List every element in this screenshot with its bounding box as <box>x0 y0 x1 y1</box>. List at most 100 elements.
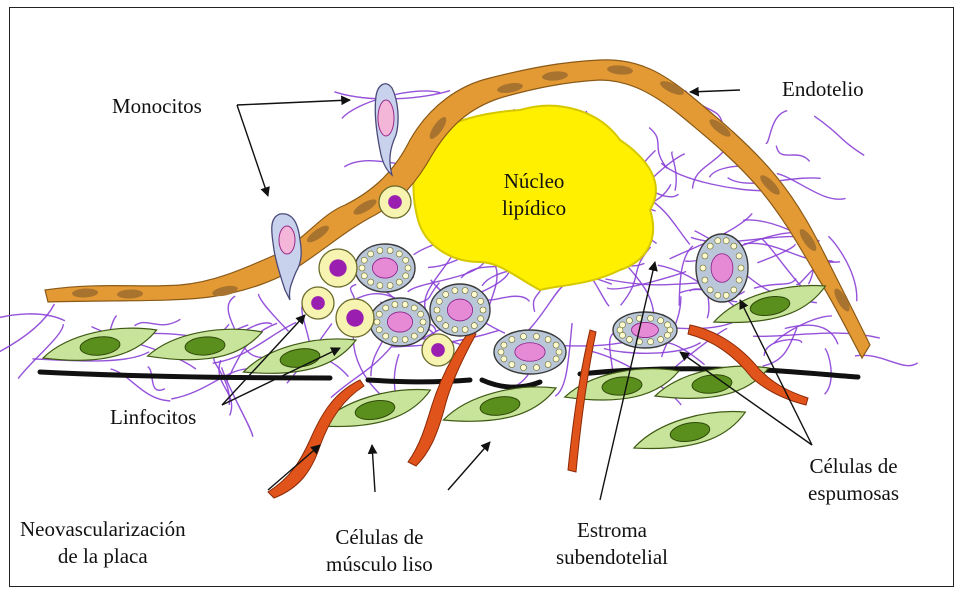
lipid-droplet <box>392 302 398 308</box>
lipid-droplet <box>368 279 374 285</box>
fiber <box>825 349 832 395</box>
foam-cell-nucleus <box>387 312 412 332</box>
monocyte <box>272 214 301 300</box>
lymphocyte-nucleus <box>311 296 325 310</box>
lipid-droplet <box>736 277 742 283</box>
foam-cell-nucleus <box>711 254 733 283</box>
lipid-droplet <box>403 257 409 263</box>
lipid-droplet <box>434 307 440 313</box>
lipid-droplet <box>700 265 706 271</box>
lipid-droplet <box>665 322 671 328</box>
lipid-droplet <box>452 288 458 294</box>
lymphocyte-nucleus <box>346 309 363 326</box>
lipid-droplet <box>521 365 527 371</box>
lipid-droplet <box>620 322 626 328</box>
fiber <box>0 304 54 355</box>
lipid-droplet <box>411 333 417 339</box>
lipid-droplet <box>376 327 382 333</box>
endotelio-label: Endotelio <box>782 76 864 103</box>
lipid-droplet <box>471 291 477 297</box>
lipid-droplet <box>723 238 729 244</box>
lipid-droplet <box>665 332 671 338</box>
lipid-droplet <box>556 349 562 355</box>
lipid-droplet <box>707 287 713 293</box>
lipid-droplet <box>361 273 367 279</box>
lipid-droplet <box>396 279 402 285</box>
lipid-droplet <box>402 302 408 308</box>
lymphocyte-nucleus <box>329 259 346 276</box>
lipid-droplet <box>376 311 382 317</box>
lipid-droplet <box>377 283 383 289</box>
lipid-droplet <box>553 342 559 348</box>
lipid-droplet <box>707 243 713 249</box>
neovascularizacion-label: Neovascularización de la placa <box>20 516 186 570</box>
monocitos-label: Monocitos <box>112 93 202 120</box>
lipid-droplet <box>443 291 449 297</box>
lipid-droplet <box>471 323 477 329</box>
lipid-droplet <box>658 318 664 324</box>
lipid-droplet <box>731 287 737 293</box>
fiber <box>666 343 704 365</box>
fiber <box>488 296 529 301</box>
foam-cell-nucleus <box>372 258 397 278</box>
fiber <box>0 314 65 322</box>
lipid-droplet <box>480 307 486 313</box>
lipid-droplet <box>411 305 417 311</box>
lymphocyte-nucleus <box>431 343 445 357</box>
lipid-droplet <box>723 292 729 298</box>
lipid-droplet <box>452 327 458 333</box>
foam-cell-nucleus <box>447 299 472 321</box>
lipid-droplet <box>462 288 468 294</box>
lipid-droplet <box>361 257 367 263</box>
lipid-droplet <box>626 336 632 342</box>
estroma-subendotelial-label: Estroma subendotelial <box>556 517 668 571</box>
foam-cell-nucleus <box>632 322 659 337</box>
lipid-droplet <box>501 356 507 362</box>
lipid-droplet <box>359 265 365 271</box>
fiber <box>259 294 289 331</box>
lipid-droplet <box>736 253 742 259</box>
lipid-droplet <box>436 298 442 304</box>
fiber <box>766 111 788 144</box>
lymphocyte-nucleus <box>388 195 402 209</box>
lipid-droplet <box>545 362 551 368</box>
lipid-droplet <box>374 319 380 325</box>
lipid-droplet <box>405 265 411 271</box>
lipid-droplet <box>648 315 654 321</box>
lipid-droplet <box>534 333 540 339</box>
lipid-droplet <box>545 337 551 343</box>
lipid-droplet <box>509 362 515 368</box>
fiber <box>814 116 864 155</box>
lipid-droplet <box>396 251 402 257</box>
lipid-droplet <box>501 342 507 348</box>
lipid-droplet <box>443 323 449 329</box>
lipid-droplet <box>534 365 540 371</box>
lipid-droplet <box>478 298 484 304</box>
fiber <box>607 272 686 289</box>
nucleo-lipidico-label: Núcleo lipídico <box>502 168 566 222</box>
lipid-droplet <box>498 349 504 355</box>
lipid-droplet <box>377 248 383 254</box>
lipid-droplet <box>478 316 484 322</box>
lipid-droplet <box>702 253 708 259</box>
fiber <box>776 146 809 162</box>
foam-cell-nucleus <box>515 343 545 361</box>
lipid-droplet <box>418 311 424 317</box>
lipid-droplet <box>648 339 654 345</box>
lipid-droplet <box>383 305 389 311</box>
linfocitos-label: Linfocitos <box>110 404 196 431</box>
lipid-droplet <box>436 316 442 322</box>
lipid-droplet <box>383 333 389 339</box>
lipid-droplet <box>658 336 664 342</box>
lipid-droplet <box>715 238 721 244</box>
lipid-droplet <box>738 265 744 271</box>
lipid-droplet <box>553 356 559 362</box>
lipid-droplet <box>715 292 721 298</box>
lipid-droplet <box>418 327 424 333</box>
lipid-droplet <box>368 251 374 257</box>
fiber <box>764 340 801 356</box>
lipid-droplet <box>387 283 393 289</box>
lipid-droplet <box>403 273 409 279</box>
lipid-droplet <box>402 337 408 343</box>
